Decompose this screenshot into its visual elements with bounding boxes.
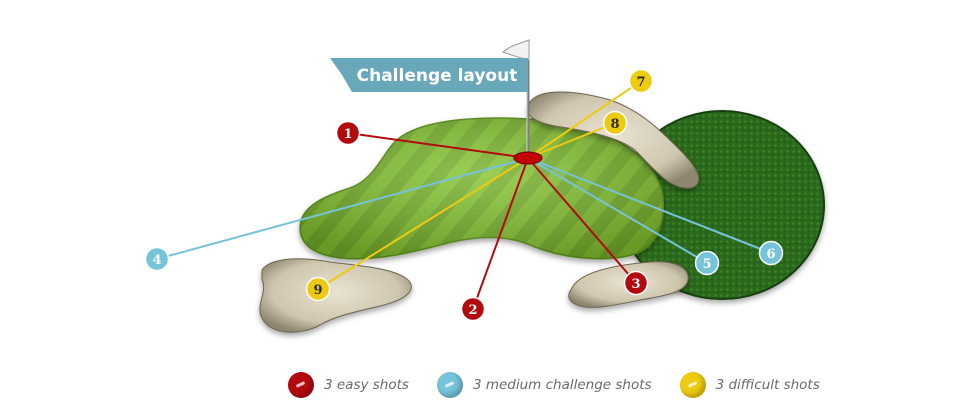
shot-line-9 bbox=[317, 157, 529, 290]
shot-line-7 bbox=[527, 80, 642, 159]
svg-text:2: 2 bbox=[468, 303, 477, 318]
svg-text:7: 7 bbox=[636, 75, 645, 90]
shot-markers: 1 2 3 4 5 6 7 8 9 bbox=[144, 68, 784, 322]
legend-dot-medium bbox=[436, 372, 463, 398]
shot-lines bbox=[156, 80, 772, 310]
svg-text:5: 5 bbox=[702, 257, 711, 272]
shot-line-8 bbox=[527, 122, 616, 159]
title-banner: Challenge layout bbox=[330, 58, 528, 92]
legend-item-difficult: 3 difficult shots bbox=[679, 372, 820, 398]
shot-marker-1[interactable]: 1 bbox=[335, 120, 361, 146]
shot-marker-5[interactable]: 5 bbox=[694, 250, 720, 276]
bunker-top bbox=[527, 91, 700, 189]
svg-text:6: 6 bbox=[766, 247, 775, 262]
shot-line-6 bbox=[527, 157, 772, 254]
shot-marker-2[interactable]: 2 bbox=[460, 296, 486, 322]
legend-label-medium: 3 medium challenge shots bbox=[472, 377, 652, 393]
svg-text:9: 9 bbox=[313, 283, 322, 298]
hole-icon bbox=[513, 151, 543, 165]
legend-label-easy: 3 easy shots bbox=[324, 377, 409, 393]
shot-marker-9[interactable]: 9 bbox=[305, 276, 331, 302]
legend-label-difficult: 3 difficult shots bbox=[715, 377, 820, 393]
legend-dot-difficult bbox=[679, 372, 706, 398]
svg-text:1: 1 bbox=[343, 127, 352, 142]
svg-text:3: 3 bbox=[631, 277, 640, 292]
shot-line-1 bbox=[347, 132, 529, 159]
bunker-left bbox=[259, 258, 412, 333]
shot-marker-7[interactable]: 7 bbox=[628, 68, 654, 94]
shot-marker-6[interactable]: 6 bbox=[758, 240, 784, 266]
shot-marker-3[interactable]: 3 bbox=[623, 270, 649, 296]
putting-green bbox=[299, 117, 664, 260]
page-title: Challenge layout bbox=[357, 66, 518, 86]
legend-item-easy: 3 easy shots bbox=[288, 372, 409, 398]
svg-text:8: 8 bbox=[610, 117, 619, 132]
shot-marker-4[interactable]: 4 bbox=[144, 246, 170, 272]
shot-line-4 bbox=[156, 157, 529, 260]
shot-line-5 bbox=[527, 157, 708, 264]
shot-marker-8[interactable]: 8 bbox=[602, 110, 628, 136]
legend-item-medium: 3 medium challenge shots bbox=[436, 372, 652, 398]
shot-line-2 bbox=[472, 157, 529, 310]
legend-dot-easy bbox=[288, 372, 314, 398]
svg-text:4: 4 bbox=[152, 253, 161, 268]
legend: 3 easy shots 3 medium challenge shots 3 … bbox=[288, 370, 820, 400]
shot-line-3 bbox=[527, 157, 637, 284]
